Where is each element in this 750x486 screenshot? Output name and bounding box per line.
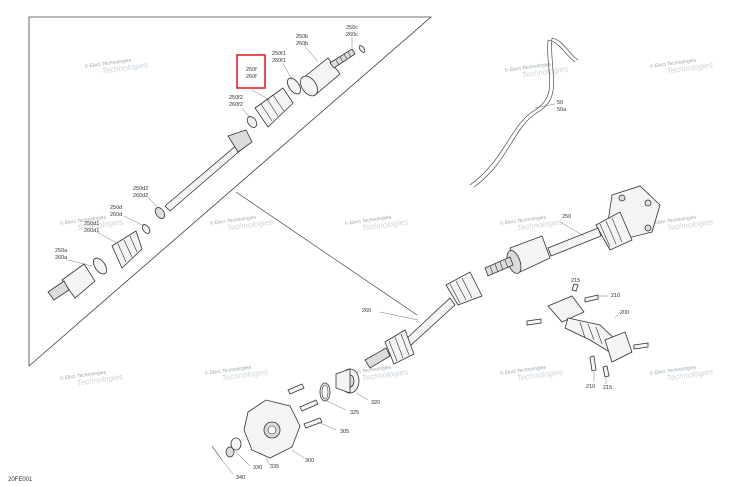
stud-305 bbox=[287, 383, 305, 395]
nut-330 bbox=[225, 446, 235, 458]
detail-clamp-250a bbox=[93, 257, 107, 275]
label-50: 50 bbox=[557, 100, 563, 106]
boot-middle bbox=[445, 271, 483, 306]
shaft-spline-teeth bbox=[489, 259, 509, 275]
detail-inner-housing bbox=[61, 263, 96, 299]
stud-305 bbox=[303, 417, 323, 429]
hose-50 bbox=[469, 39, 576, 186]
label-210-bottom: 210 bbox=[586, 384, 595, 390]
yoke-lower bbox=[604, 331, 633, 363]
label-250d: 250d bbox=[110, 205, 122, 211]
label-260: 260 bbox=[362, 308, 371, 314]
detail-part-250d2 bbox=[154, 207, 166, 219]
hub-bolt bbox=[618, 194, 626, 202]
label-260a: 260a bbox=[55, 255, 68, 261]
detail-inner-joint bbox=[227, 129, 253, 153]
washer-330 bbox=[230, 437, 242, 451]
main-drive-shaft bbox=[364, 185, 661, 369]
detail-shaft bbox=[164, 143, 243, 212]
hub-bolt bbox=[644, 199, 652, 207]
shaft-260 bbox=[404, 297, 456, 347]
inner-cv-left bbox=[384, 329, 415, 365]
label-50a: 50a bbox=[557, 107, 567, 113]
label-325: 325 bbox=[350, 410, 359, 416]
label-260c: 260c bbox=[346, 32, 358, 38]
cotter-pin-340 bbox=[211, 445, 223, 461]
detail-boot-250f bbox=[254, 87, 294, 128]
label-305: 305 bbox=[340, 429, 349, 435]
detail-callout-line bbox=[235, 191, 418, 316]
detail-clamp-250f2 bbox=[246, 116, 258, 128]
bolt-210 bbox=[584, 294, 599, 303]
leader-lines bbox=[67, 37, 621, 475]
circlip-325-hole bbox=[321, 384, 329, 400]
detail-inner-stub bbox=[47, 280, 70, 301]
bearing-320-body bbox=[335, 368, 351, 394]
hub-center-hole bbox=[267, 425, 277, 435]
label-210-top: 210 bbox=[611, 293, 620, 299]
label-250b: 250b bbox=[296, 34, 308, 40]
boot-ribs-middle bbox=[449, 277, 473, 304]
yoke-upper bbox=[547, 295, 585, 323]
detail-shaft-assembly bbox=[47, 45, 366, 301]
detail-clamp-250d bbox=[141, 224, 151, 234]
label-330: 330 bbox=[253, 465, 262, 471]
boot-ribs-left bbox=[388, 333, 410, 362]
inner-spline-stub bbox=[364, 347, 391, 369]
label-260f1: 260f1 bbox=[272, 58, 286, 64]
label-300: 300 bbox=[305, 458, 314, 464]
label-250a: 250a bbox=[55, 248, 68, 254]
label-250d1: 250d1 bbox=[84, 221, 99, 227]
bolt-210 bbox=[589, 355, 597, 372]
detail-outer-joint-face bbox=[300, 75, 318, 97]
detail-boot-250d1 bbox=[111, 230, 143, 269]
bolt-right bbox=[633, 342, 649, 350]
label-260d1: 260d1 bbox=[84, 228, 99, 234]
boot-ribs-right bbox=[599, 217, 623, 248]
detail-boot-ribs-lower bbox=[117, 235, 138, 263]
label-250f: 250f bbox=[246, 67, 257, 73]
detail-clamp-250f1 bbox=[287, 77, 301, 95]
shaft-200-boot bbox=[579, 321, 603, 345]
shaft-section-right bbox=[547, 227, 602, 257]
hub-bolt bbox=[644, 224, 652, 232]
label-215-top: 215 bbox=[571, 278, 580, 284]
bolt-left bbox=[526, 318, 542, 326]
highlight-box bbox=[236, 54, 266, 89]
label-340: 340 bbox=[236, 475, 245, 481]
label-250: 250 bbox=[562, 214, 571, 220]
label-215-bottom: 215 bbox=[603, 385, 612, 391]
shaft-spline bbox=[484, 256, 514, 277]
label-260b: 260b bbox=[296, 41, 308, 47]
detail-spline-teeth bbox=[335, 51, 352, 66]
label-250f1: 250f1 bbox=[272, 51, 286, 57]
detail-spline-stub bbox=[329, 48, 356, 69]
label-250d2: 250d2 bbox=[133, 186, 148, 192]
detail-boot-ribs bbox=[260, 94, 285, 122]
stud-305 bbox=[299, 399, 319, 412]
intermediate-shaft-200 bbox=[526, 283, 649, 378]
label-260f: 260f bbox=[246, 74, 257, 80]
label-250c: 250c bbox=[346, 25, 358, 31]
part-labels: 250c 260c 250b 260b 250f1 260f1 250f 260… bbox=[55, 25, 629, 481]
label-260f2: 260f2 bbox=[229, 102, 243, 108]
label-320: 320 bbox=[371, 400, 380, 406]
label-200: 200 bbox=[620, 310, 629, 316]
hose-50-inner bbox=[473, 37, 579, 188]
detail-frame bbox=[28, 16, 433, 367]
label-335: 335 bbox=[270, 464, 279, 470]
wheel-hub-group bbox=[211, 368, 360, 461]
detail-circlip-250c bbox=[358, 45, 366, 53]
label-260d2: 260d2 bbox=[133, 193, 148, 199]
bolt-215 bbox=[602, 365, 610, 378]
label-260d: 260d bbox=[110, 212, 122, 218]
outer-cv-right bbox=[595, 211, 633, 251]
label-250f2: 250f2 bbox=[229, 95, 243, 101]
diagram-code: 20FE001 bbox=[8, 477, 33, 483]
